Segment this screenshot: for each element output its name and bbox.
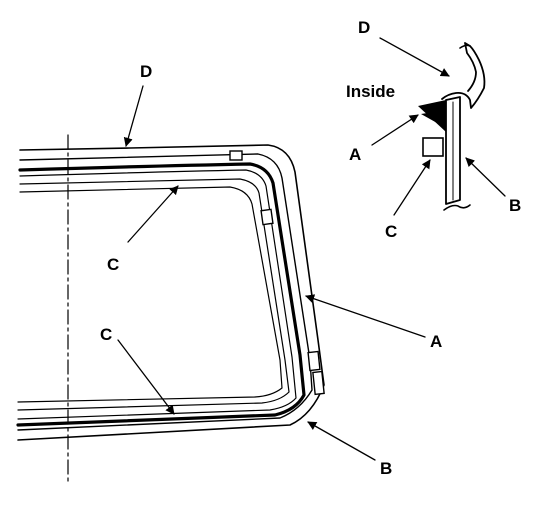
glass-edge-inner — [17, 169, 297, 420]
molding-outer-edge — [17, 144, 325, 441]
label-inset-c: C — [385, 222, 397, 241]
adhesive-bead-side — [421, 110, 446, 128]
glass-section-base — [443, 204, 471, 211]
leader-main-b — [307, 421, 376, 461]
label-main-b: B — [380, 459, 392, 478]
molding-section-tip — [459, 44, 471, 49]
label-main-upper-c: C — [107, 255, 119, 274]
side-clip-upper — [260, 208, 274, 226]
leader-inset-c — [393, 159, 431, 216]
label-inset-inside: Inside — [346, 82, 395, 101]
label-inset-b: B — [509, 196, 521, 215]
side-clip-lower — [307, 350, 321, 372]
leader-main-lower-c — [117, 339, 175, 415]
leader-inset-b — [465, 157, 506, 197]
dam-section — [422, 137, 444, 157]
molding-inner-edge — [17, 153, 313, 431]
label-main-d: D — [140, 62, 152, 81]
leader-inset-a — [371, 114, 419, 146]
glass-edge — [16, 162, 306, 427]
label-inset-d: D — [358, 18, 370, 37]
label-main-lower-c: C — [100, 325, 112, 344]
leader-main-a — [305, 294, 426, 338]
windshield-view: D C C A B — [16, 62, 442, 486]
label-main-a: A — [430, 332, 442, 351]
molding-section — [441, 42, 486, 109]
leader-main-upper-c — [127, 185, 179, 243]
side-clip-bottom — [312, 370, 325, 396]
dam-line — [17, 178, 290, 411]
cross-section-inset: D Inside A C B — [346, 18, 521, 241]
glass-opening — [17, 186, 283, 403]
top-clip — [229, 150, 243, 161]
label-inset-a: A — [349, 145, 361, 164]
leader-main-d — [123, 85, 144, 147]
leader-inset-d — [379, 37, 450, 77]
glass-section — [445, 96, 461, 205]
